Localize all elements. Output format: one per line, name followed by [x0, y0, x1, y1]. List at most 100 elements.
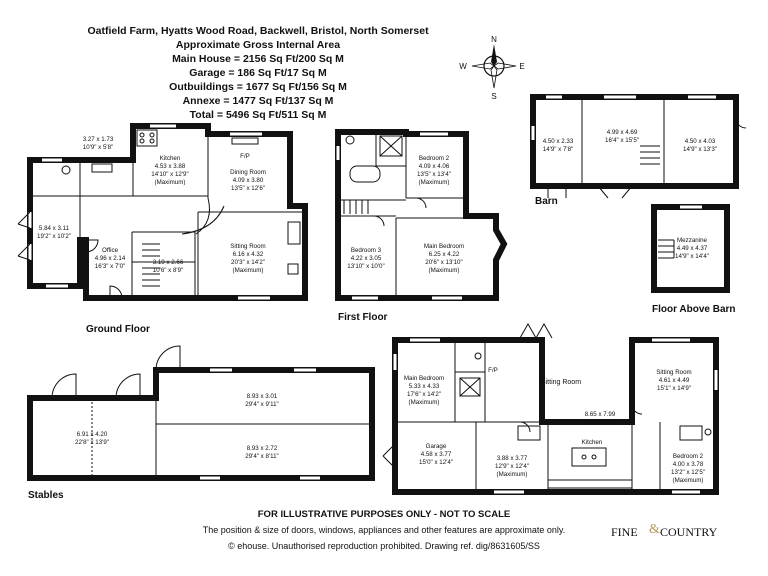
dining-fp-label: F/P — [240, 153, 250, 160]
main-bedroom-dim-imperial: 20'6" x 13'10" — [425, 259, 462, 266]
barn-label: Barn — [535, 196, 558, 207]
annexe-garage-label: Garage — [426, 443, 447, 450]
sitting-maximum: (Maximum) — [233, 267, 264, 274]
store-dim-imperial: 10'6" x 8'9" — [153, 267, 184, 274]
copyright: © ehouse. Unauthorised reproduction proh… — [228, 541, 540, 551]
barn-plan: 4.50 x 2.33 14'9" x 7'8" 4.99 x 4.69 16'… — [530, 94, 747, 315]
bedroom3-label: Bedroom 3 — [351, 247, 382, 254]
annexe-main-bedroom-dim-imperial: 17'6" x 14'2" — [407, 391, 441, 398]
stables-left-dim-imperial: 22'8" x 13'9" — [75, 439, 109, 446]
stables-bottom-dim-metric: 8.93 x 2.72 — [247, 445, 278, 452]
dining-label: Dining Room — [230, 169, 266, 176]
annexe-bedroom2-dim-imperial: 13'2" x 12'5" — [671, 469, 705, 476]
header-block: Oatfield Farm, Hyatts Wood Road, Backwel… — [87, 25, 429, 121]
logo-country: COUNTRY — [660, 525, 718, 539]
dining-dim-metric: 4.09 x 3.80 — [233, 177, 264, 184]
mezzanine-label: Mezzanine — [677, 237, 707, 244]
ground-floor-label: Ground Floor — [86, 324, 150, 335]
footer: FOR ILLUSTRATIVE PURPOSES ONLY - NOT TO … — [203, 509, 566, 551]
annexe-main-bedroom-label: Main Bedroom — [404, 375, 444, 382]
stables-top-dim-imperial: 29'4" x 9'11" — [245, 401, 278, 408]
compass-e: E — [519, 62, 524, 71]
compass-s: S — [491, 92, 496, 101]
barn-left-dim-metric: 4.50 x 2.33 — [543, 138, 574, 145]
utility-dim-imperial: 10'9" x 5'8" — [83, 144, 114, 151]
logo-fine: FINE — [611, 525, 638, 539]
stables-left-dim-metric: 6.91 x 4.20 — [77, 431, 108, 438]
compass-w: W — [459, 62, 467, 71]
annexe-bedroom2-label: Bedroom 2 — [673, 453, 704, 460]
stables-label: Stables — [28, 490, 64, 501]
annexe-garage-dim-imperial: 15'0" x 12'4" — [419, 459, 453, 466]
stables-plan: 6.91 x 4.20 22'8" x 13'9" 8.93 x 3.01 29… — [27, 345, 375, 501]
bedroom2-dim-metric: 4.09 x 4.06 — [419, 163, 450, 170]
sitting-label: Sitting Room — [230, 243, 265, 250]
barn-right-dim-metric: 4.50 x 4.03 — [685, 138, 716, 145]
stables-top-dim-metric: 8.93 x 3.01 — [247, 393, 278, 400]
ground-floor-plan: F/P 3.27 x 1.73 10'9" x 5'8" Kitchen 4.5… — [17, 123, 308, 335]
annexe-side-sitting-dim-metric: 4.61 x 4.49 — [659, 377, 690, 384]
main-house-area: Main House = 2156 Sq Ft/200 Sq M — [172, 53, 344, 65]
sitting-dim-imperial: 20'3" x 14'2" — [231, 259, 265, 266]
compass-n: N — [491, 35, 497, 44]
annexe-sitting-dim-metric: 8.65 x 7.99 — [585, 411, 616, 418]
fine-country-logo: FINE & COUNTRY — [611, 522, 718, 539]
main-bedroom-maximum: (Maximum) — [429, 267, 460, 274]
barn-middle-dim-imperial: 16'4" x 15'5" — [605, 137, 639, 144]
annexe-main-bedroom-maximum: (Maximum) — [409, 399, 440, 406]
barn-right-dim-imperial: 14'9" x 13'3" — [683, 146, 717, 153]
annexe-garage-dim-metric: 4.58 x 3.77 — [421, 451, 452, 458]
annexe-sitting-dim-imperial: 28'5" x 26'3" — [583, 419, 617, 426]
annexe-side-sitting-label: Sitting Room — [656, 369, 691, 376]
main-bedroom-dim-metric: 6.25 x 4.22 — [429, 251, 460, 258]
bedroom2-dim-imperial: 13'5" x 13'4" — [417, 171, 451, 178]
area-title: Approximate Gross Internal Area — [176, 39, 340, 51]
compass-icon: N S E W — [459, 35, 524, 101]
mezzanine-dim-imperial: 14'9" x 14'4" — [675, 253, 709, 260]
kitchen-label: Kitchen — [160, 155, 181, 162]
logo-ampersand: & — [649, 522, 660, 537]
store-dim-metric: 3.19 x 2.66 — [153, 259, 184, 266]
annexe-kitchen-label: Kitchen — [582, 439, 603, 446]
annexe-fp-label: F/P — [488, 367, 498, 374]
garage-area: Garage = 186 Sq Ft/17 Sq M — [189, 67, 327, 79]
mezzanine-dim-metric: 4.49 x 4.37 — [677, 245, 708, 252]
bedroom3-dim-metric: 4.22 x 3.05 — [351, 255, 382, 262]
utility-dim-metric: 3.27 x 1.73 — [83, 136, 114, 143]
main-bedroom-label: Main Bedroom — [424, 243, 464, 250]
address-title: Oatfield Farm, Hyatts Wood Road, Backwel… — [87, 25, 429, 37]
bedroom2-maximum: (Maximum) — [419, 179, 450, 186]
total-area: Total = 5496 Sq Ft/511 Sq M — [190, 109, 327, 121]
first-floor-plan: Bedroom 2 4.09 x 4.06 13'5" x 13'4" (Max… — [335, 129, 508, 323]
annexe-room-dim-metric: 3.88 x 3.77 — [497, 455, 528, 462]
disclaimer: FOR ILLUSTRATIVE PURPOSES ONLY - NOT TO … — [258, 509, 510, 520]
annexe-side-sitting-dim-imperial: 15'1" x 14'9" — [657, 385, 691, 392]
office-label: Office — [102, 247, 119, 254]
sitting-dim-metric: 6.16 x 4.32 — [233, 251, 264, 258]
floor-above-barn-label: Floor Above Barn — [652, 304, 736, 315]
annexe-sitting-room-label: Sitting Room — [541, 379, 581, 386]
annexe-room-dim-imperial: 12'9" x 12'4" — [495, 463, 529, 470]
barn-left-dim-imperial: 14'9" x 7'8" — [543, 146, 574, 153]
kitchen-dim-imperial: 14'10" x 12'9" — [151, 171, 188, 178]
office-dim-imperial: 16'3" x 7'0" — [95, 263, 126, 270]
annexe-bedroom2-dim-metric: 4.00 x 3.78 — [673, 461, 704, 468]
kitchen-maximum: (Maximum) — [155, 179, 186, 186]
garden-room-dim-imperial: 19'2" x 10'2" — [37, 233, 71, 240]
annexe-room-maximum: (Maximum) — [497, 471, 528, 478]
kitchen-dim-metric: 4.53 x 3.88 — [155, 163, 186, 170]
bedroom2-label: Bedroom 2 — [419, 155, 450, 162]
stables-bottom-dim-imperial: 29'4" x 8'11" — [245, 453, 278, 460]
outbuildings-area: Outbuildings = 1677 Sq Ft/156 Sq M — [169, 81, 347, 93]
annexe-bedroom2-maximum: (Maximum) — [673, 477, 704, 484]
first-floor-label: First Floor — [338, 312, 388, 323]
annexe-area: Annexe = 1477 Sq Ft/137 Sq M — [183, 95, 334, 107]
footer-note: The position & size of doors, windows, a… — [203, 525, 566, 535]
office-dim-metric: 4.96 x 2.14 — [95, 255, 126, 262]
barn-middle-dim-metric: 4.99 x 4.69 — [607, 129, 638, 136]
dining-dim-imperial: 13'5" x 12'6" — [231, 185, 265, 192]
annexe-main-bedroom-dim-metric: 5.33 x 4.33 — [409, 383, 440, 390]
annexe-plan: F/P Main Bedroom 5.33 x 4.33 17'6" x 14'… — [382, 322, 719, 495]
garden-room-dim-metric: 5.84 x 3.11 — [39, 225, 70, 232]
